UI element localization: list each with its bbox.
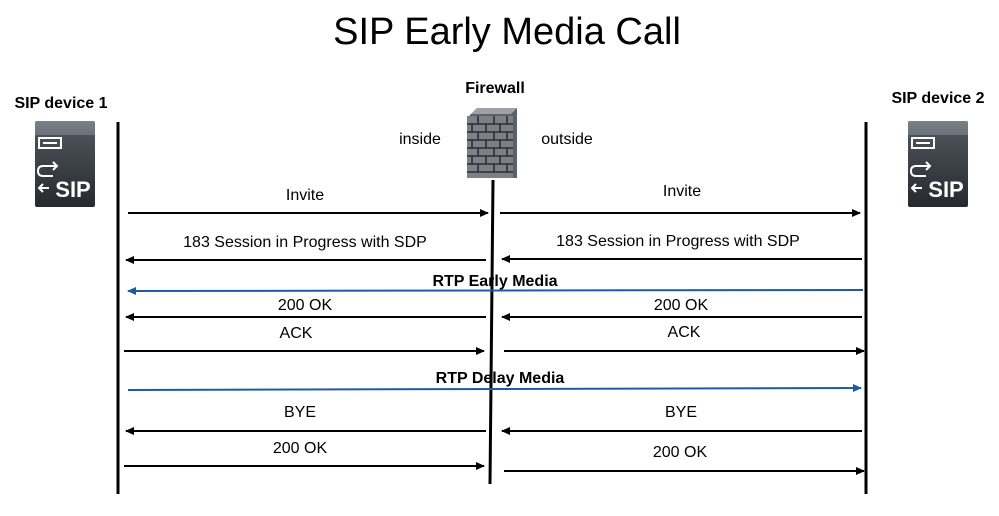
bye-left-label: BYE — [284, 404, 316, 421]
rtp-delay-media-arrow — [127, 384, 862, 393]
outside-label: outside — [541, 131, 593, 148]
sip-device-2-icon-text: SIP — [928, 177, 963, 202]
rtp-delay-media-label: RTP Delay Media — [436, 370, 565, 387]
bye-right-label: BYE — [665, 404, 697, 421]
ok-1-right-label: 200 OK — [654, 297, 709, 314]
ok-1-left-label: 200 OK — [278, 297, 333, 314]
invite-right-label: Invite — [663, 183, 701, 200]
ack-right-label: ACK — [668, 324, 701, 341]
session-progress-right-label: 183 Session in Progress with SDP — [556, 233, 800, 250]
sip-device-icon: SIP — [908, 121, 968, 207]
ok-2-left-label: 200 OK — [273, 440, 328, 457]
invite-left-label: Invite — [286, 187, 324, 204]
sip-device-2-label: SIP device 2 — [891, 90, 984, 107]
sip-device-icon: SIP — [35, 121, 95, 207]
ok-2-right-label: 200 OK — [653, 444, 708, 461]
ack-left-label: ACK — [280, 325, 313, 342]
diagram-title: SIP Early Media Call — [333, 11, 681, 53]
sip-device-1-label: SIP device 1 — [14, 95, 107, 112]
inside-label: inside — [399, 131, 441, 148]
session-progress-left-label: 183 Session in Progress with SDP — [183, 234, 427, 251]
firewall-lifeline — [488, 179, 495, 485]
sip-device-1-icon-text: SIP — [55, 177, 90, 202]
rtp-early-media-arrow — [127, 286, 864, 295]
firewall-brick-icon — [467, 108, 517, 178]
firewall-label: Firewall — [465, 80, 525, 97]
rtp-early-media-label: RTP Early Media — [432, 273, 557, 290]
